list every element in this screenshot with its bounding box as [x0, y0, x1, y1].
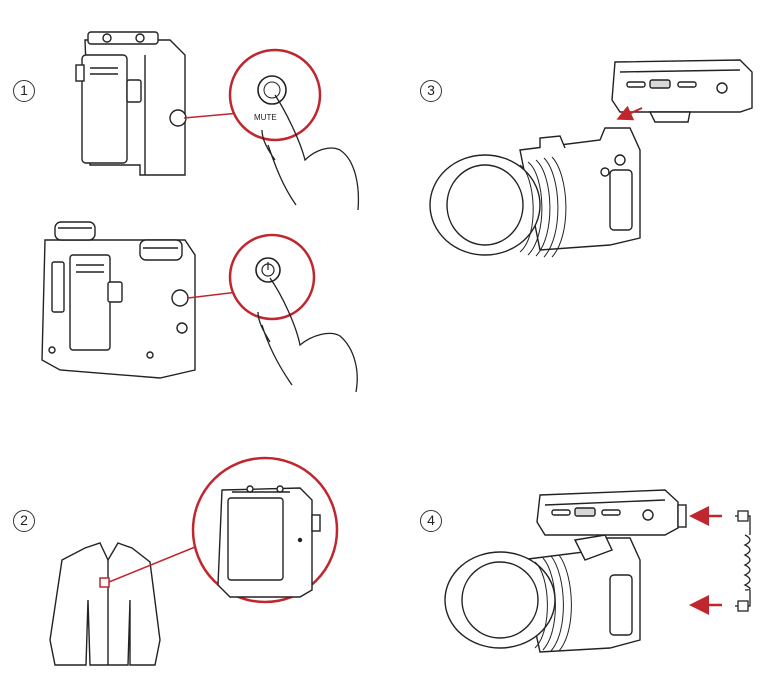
step2-shirt — [49, 542, 161, 666]
step-4-number: 4 — [420, 510, 442, 532]
hand-icon-2 — [257, 277, 358, 393]
step4-receiver — [536, 489, 687, 536]
step-3-number: 3 — [420, 80, 442, 102]
hand-icon — [261, 94, 360, 211]
step4-camera — [444, 534, 641, 653]
power-callout — [228, 233, 316, 321]
mount-arrow — [616, 105, 643, 121]
step1-receiver-power — [41, 221, 196, 379]
callout-line-clip — [108, 544, 201, 583]
step3-camera — [429, 127, 641, 258]
callout-line-mute — [183, 112, 241, 119]
audio-cable — [735, 510, 751, 612]
mute-label: MUTE — [254, 113, 277, 122]
clip-callout — [191, 456, 339, 604]
step3-receiver — [611, 59, 753, 123]
step-1-number: 1 — [13, 80, 35, 102]
callout-line-power — [187, 291, 239, 299]
step1-transmitter-mute — [75, 31, 187, 176]
step-2-number: 2 — [13, 510, 35, 532]
